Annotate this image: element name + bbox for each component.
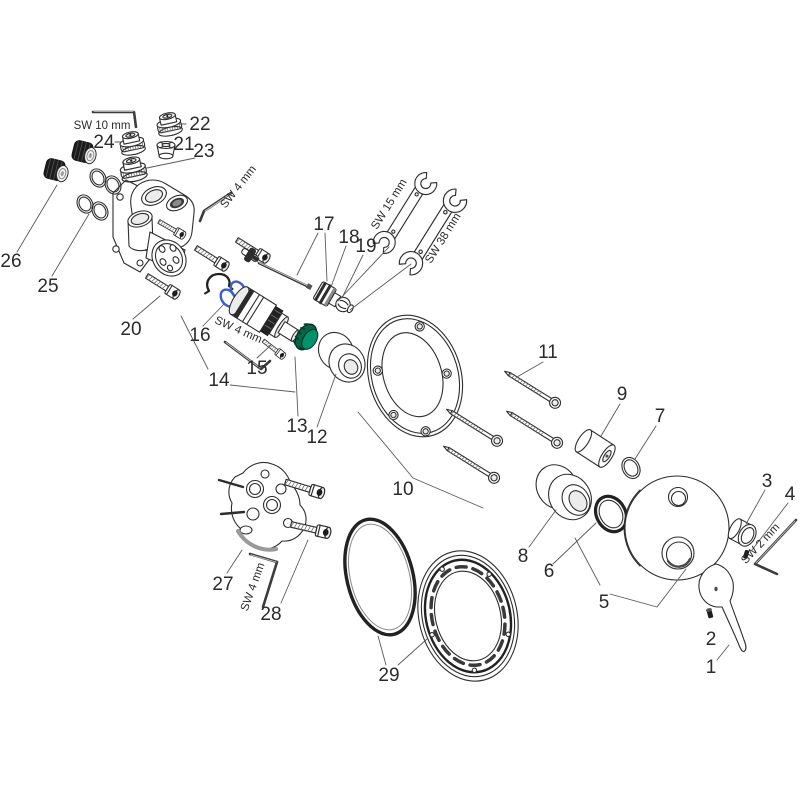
part-screw-a bbox=[192, 242, 232, 273]
part-sleeve-8 bbox=[535, 464, 592, 521]
callout-3: 3 bbox=[762, 471, 773, 492]
tool-label-sw4-top: SW 4 mm bbox=[218, 164, 259, 211]
part-cartridge-24 bbox=[117, 129, 147, 158]
part-o-ring-7 bbox=[621, 456, 641, 480]
callout-19: 19 bbox=[355, 236, 376, 257]
callout-17: 17 bbox=[313, 214, 334, 235]
part-lock-ring-29 bbox=[417, 550, 519, 682]
part-screw-15 bbox=[260, 337, 288, 361]
tool-hex-key-sw10 bbox=[91, 110, 138, 129]
part-knob-3 bbox=[727, 518, 757, 547]
part-stop-9 bbox=[574, 429, 616, 468]
tool-hex-key-sw2 bbox=[753, 518, 798, 576]
part-escutcheon-5 bbox=[623, 475, 730, 581]
callout-18: 18 bbox=[338, 227, 359, 248]
callout-16: 16 bbox=[189, 325, 210, 346]
callout-8: 8 bbox=[518, 546, 529, 567]
tool-hex-key-sw4-top bbox=[198, 191, 233, 223]
callout-5: 5 bbox=[599, 592, 610, 613]
callout-23: 23 bbox=[193, 141, 214, 162]
part-cap-26 bbox=[42, 157, 72, 184]
part-cartridge-23 bbox=[117, 154, 149, 185]
callout-15: 15 bbox=[246, 358, 267, 379]
callout-26: 26 bbox=[0, 251, 21, 272]
callout-2: 2 bbox=[706, 629, 717, 650]
callouts: 1 2 3 4 5 6 7 8 9 10 11 12 13 14 15 16 1… bbox=[0, 114, 795, 686]
part-spindle-18-19 bbox=[313, 281, 354, 314]
callout-12: 12 bbox=[306, 427, 327, 448]
callout-10: 10 bbox=[392, 479, 413, 500]
part-screw-2 bbox=[705, 608, 714, 619]
part-lever-1 bbox=[698, 563, 747, 653]
callout-20: 20 bbox=[120, 319, 141, 340]
callout-9: 9 bbox=[617, 384, 628, 405]
tool-wrench-sw38 bbox=[394, 182, 473, 282]
callout-21: 21 bbox=[173, 134, 194, 155]
callout-22: 22 bbox=[189, 114, 210, 135]
part-mounting-plate-27 bbox=[217, 461, 307, 552]
tool-label-sw10: SW 10 mm bbox=[74, 120, 131, 132]
tool-hex-key-sw4-bottom bbox=[248, 552, 279, 609]
lever-pivot-dot bbox=[714, 586, 718, 592]
callout-11: 11 bbox=[538, 342, 558, 363]
callout-7: 7 bbox=[655, 406, 666, 427]
part-carrier-10 bbox=[366, 314, 464, 438]
callout-28: 28 bbox=[260, 604, 281, 625]
callout-29: 29 bbox=[378, 665, 399, 686]
callout-24: 24 bbox=[93, 132, 115, 153]
part-check-valve-21 bbox=[156, 140, 176, 160]
callout-14: 14 bbox=[208, 370, 230, 391]
tool-hex-key-sw4-mid bbox=[223, 340, 272, 371]
part-rod-17 bbox=[241, 247, 313, 291]
callout-4: 4 bbox=[785, 484, 796, 505]
callout-13: 13 bbox=[286, 416, 307, 437]
part-volume-ring-13-green bbox=[293, 323, 319, 351]
leader-lines bbox=[16, 123, 789, 666]
callout-6: 6 bbox=[544, 561, 555, 582]
part-o-ring-29 bbox=[343, 517, 417, 637]
part-set-screw-4 bbox=[743, 549, 750, 559]
callout-1: 1 bbox=[706, 657, 717, 678]
part-sleeve-12 bbox=[317, 331, 366, 383]
callout-25: 25 bbox=[37, 276, 58, 297]
part-cartridge-14 bbox=[228, 286, 300, 342]
part-o-ring-6 bbox=[593, 494, 629, 534]
callout-27: 27 bbox=[212, 574, 233, 595]
